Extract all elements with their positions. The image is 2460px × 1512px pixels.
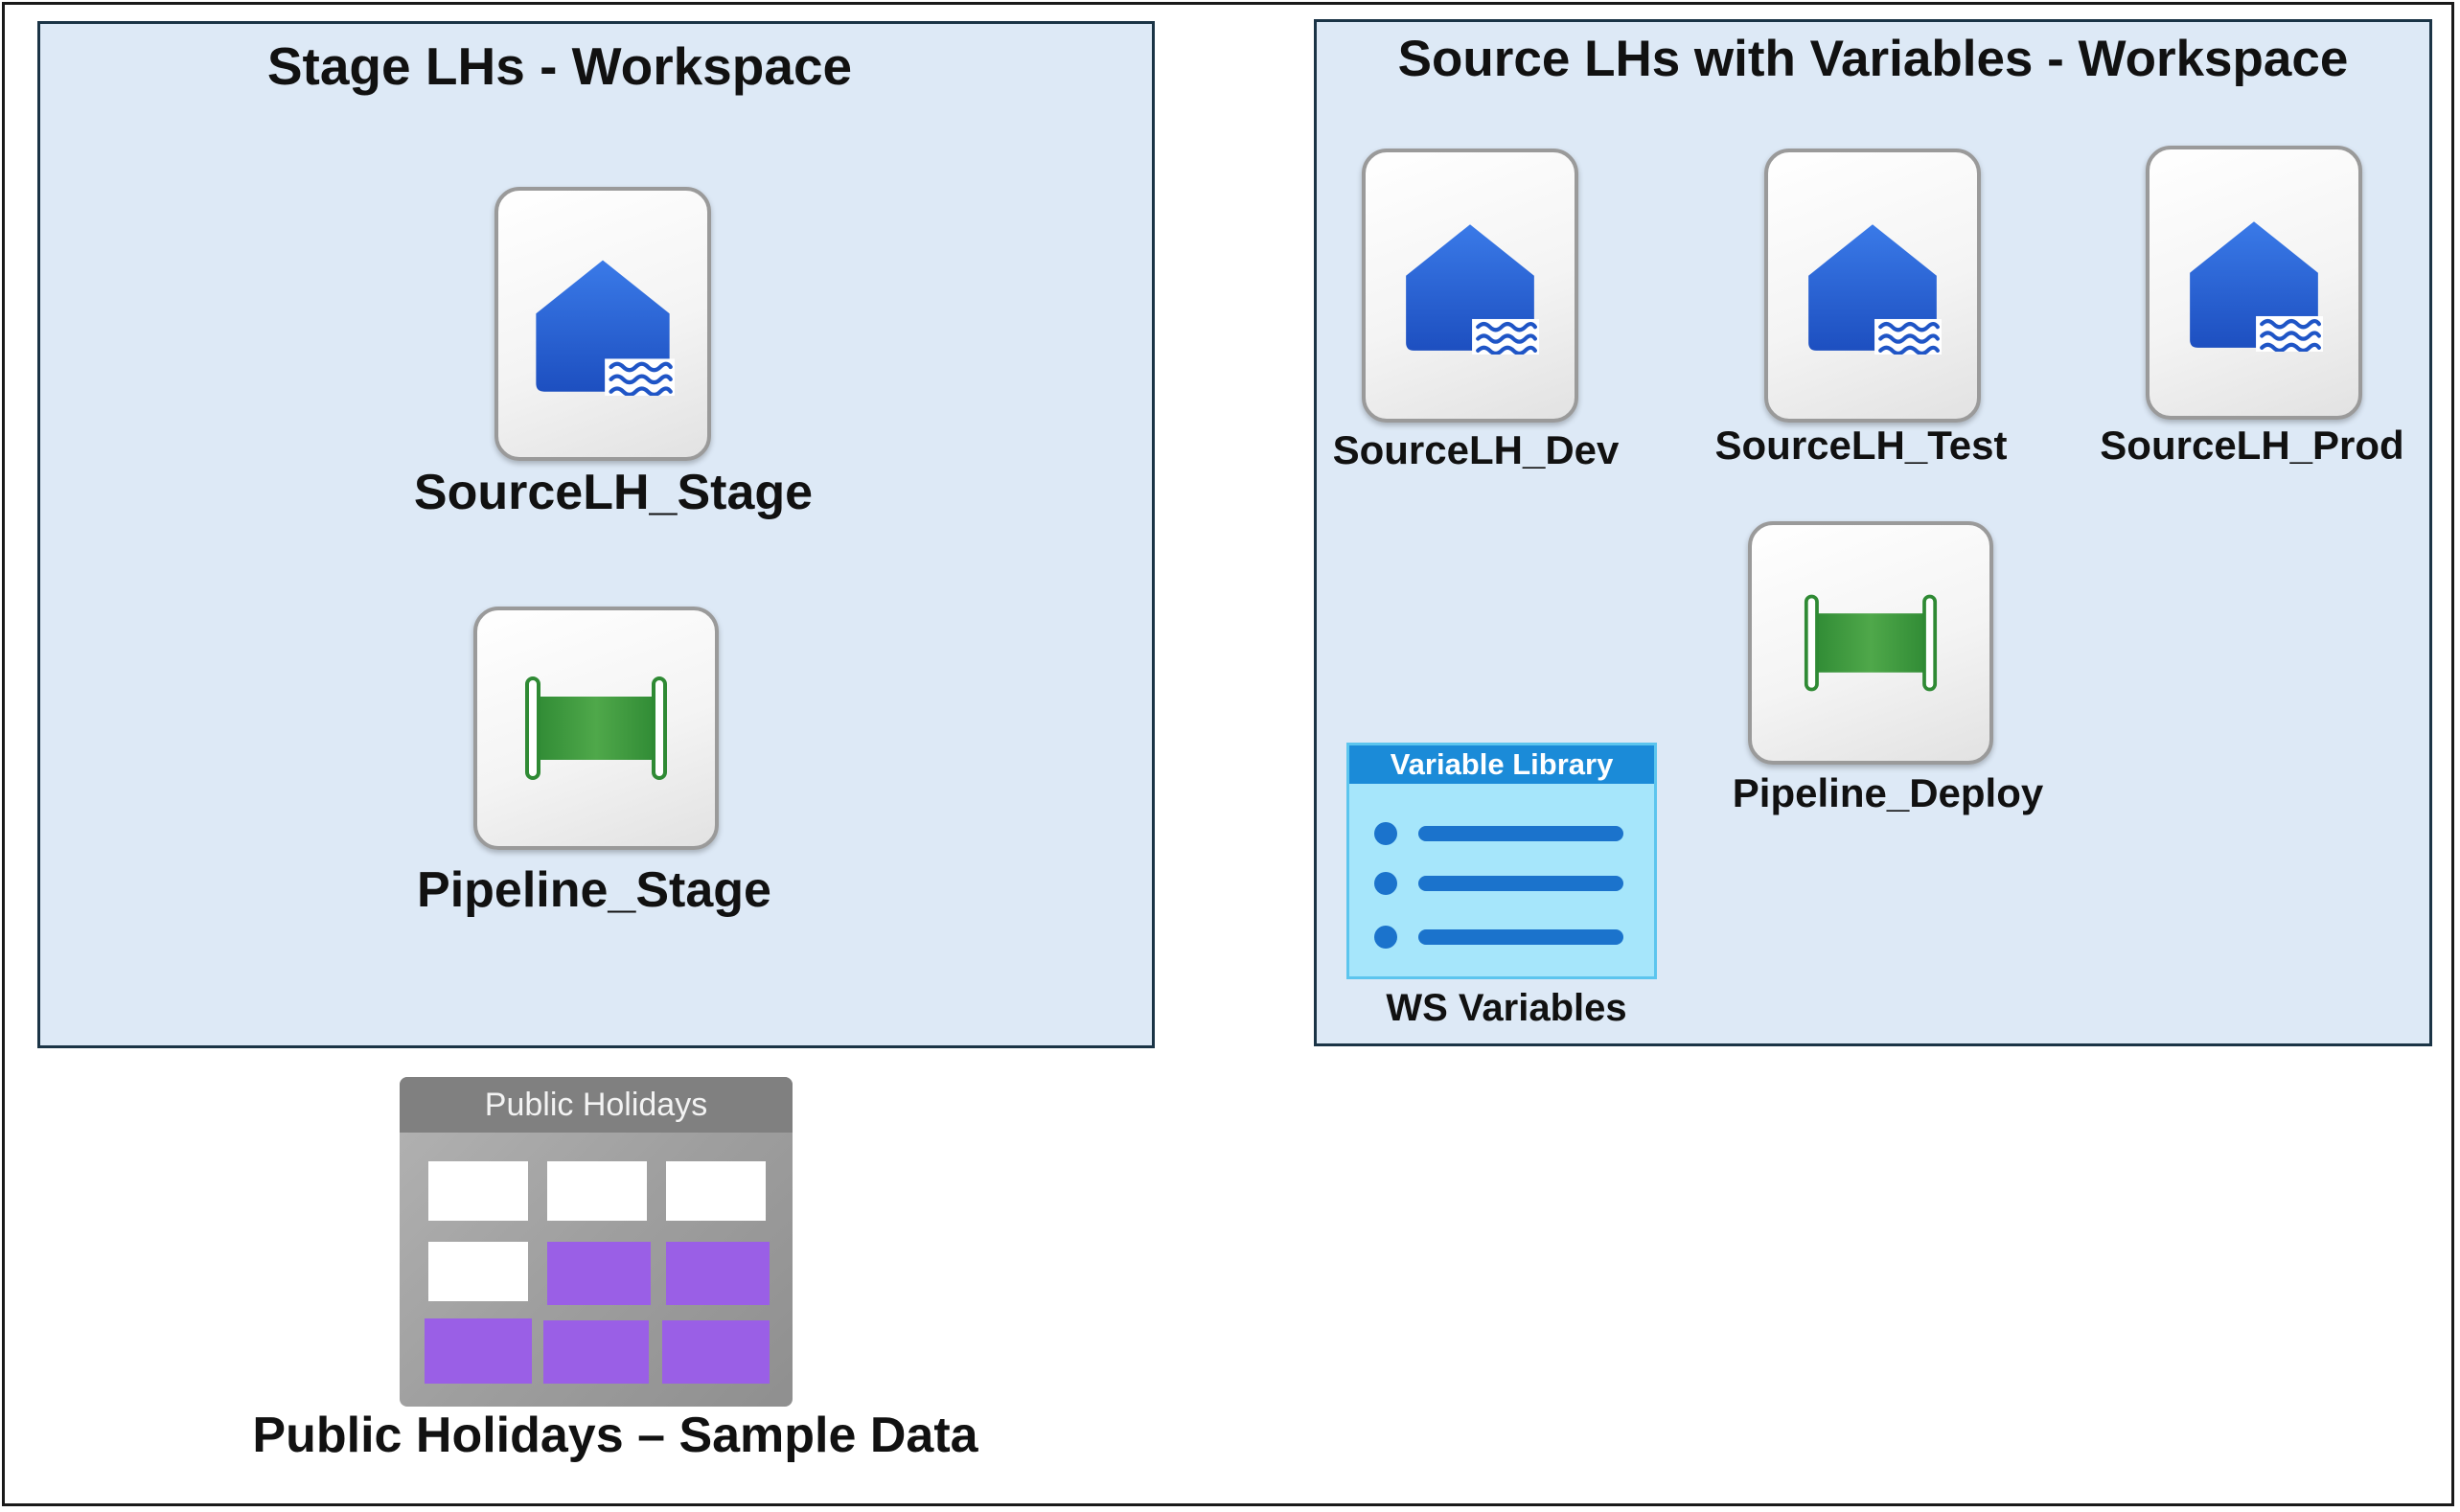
- table-cell: [547, 1161, 647, 1221]
- table-cell: [666, 1161, 766, 1221]
- pipeline-stage-tile[interactable]: [473, 607, 719, 850]
- variable-library-icon[interactable]: Variable Library: [1346, 743, 1657, 979]
- source-lh-prod-tile[interactable]: [2146, 146, 2362, 420]
- source-lh-dev-tile[interactable]: [1362, 149, 1578, 423]
- source-lh-test-tile[interactable]: [1764, 149, 1981, 423]
- lakehouse-icon: [2185, 214, 2323, 352]
- pipeline-icon: [524, 676, 668, 781]
- list-lines-icon: [1374, 822, 1623, 949]
- table-cell: [425, 1318, 532, 1384]
- variable-library-header: Variable Library: [1349, 745, 1654, 784]
- table-cell: [428, 1161, 528, 1221]
- table-cell: [662, 1320, 770, 1384]
- public-holidays-label: Public Holidays – Sample Data: [252, 1408, 978, 1463]
- source-workspace-title: Source LHs with Variables - Workspace: [1397, 31, 2349, 87]
- table-cell: [543, 1320, 649, 1384]
- public-holidays-header: Public Holidays: [400, 1077, 793, 1133]
- table-cell: [428, 1242, 528, 1301]
- pipeline-deploy-label: Pipeline_Deploy: [1732, 770, 2044, 815]
- source-lh-stage-label: SourceLH_Stage: [413, 465, 814, 520]
- stage-workspace-title: Stage LHs - Workspace: [266, 36, 853, 96]
- pipeline-deploy-tile[interactable]: [1748, 521, 1993, 765]
- lakehouse-icon: [1401, 217, 1539, 355]
- pipeline-icon: [1804, 593, 1938, 693]
- pipeline-stage-label: Pipeline_Stage: [417, 862, 771, 918]
- lakehouse-icon: [531, 252, 675, 396]
- source-lh-prod-label: SourceLH_Prod: [2100, 423, 2404, 468]
- public-holidays-table-icon[interactable]: Public Holidays: [400, 1077, 793, 1407]
- table-cell: [666, 1242, 770, 1305]
- source-lh-test-label: SourceLH_Test: [1714, 423, 2008, 468]
- table-cell: [547, 1242, 651, 1305]
- ws-variables-label: WS Variables: [1386, 987, 1627, 1029]
- source-lh-dev-label: SourceLH_Dev: [1332, 427, 1620, 472]
- source-lh-stage-tile[interactable]: [494, 187, 711, 461]
- lakehouse-icon: [1804, 217, 1942, 355]
